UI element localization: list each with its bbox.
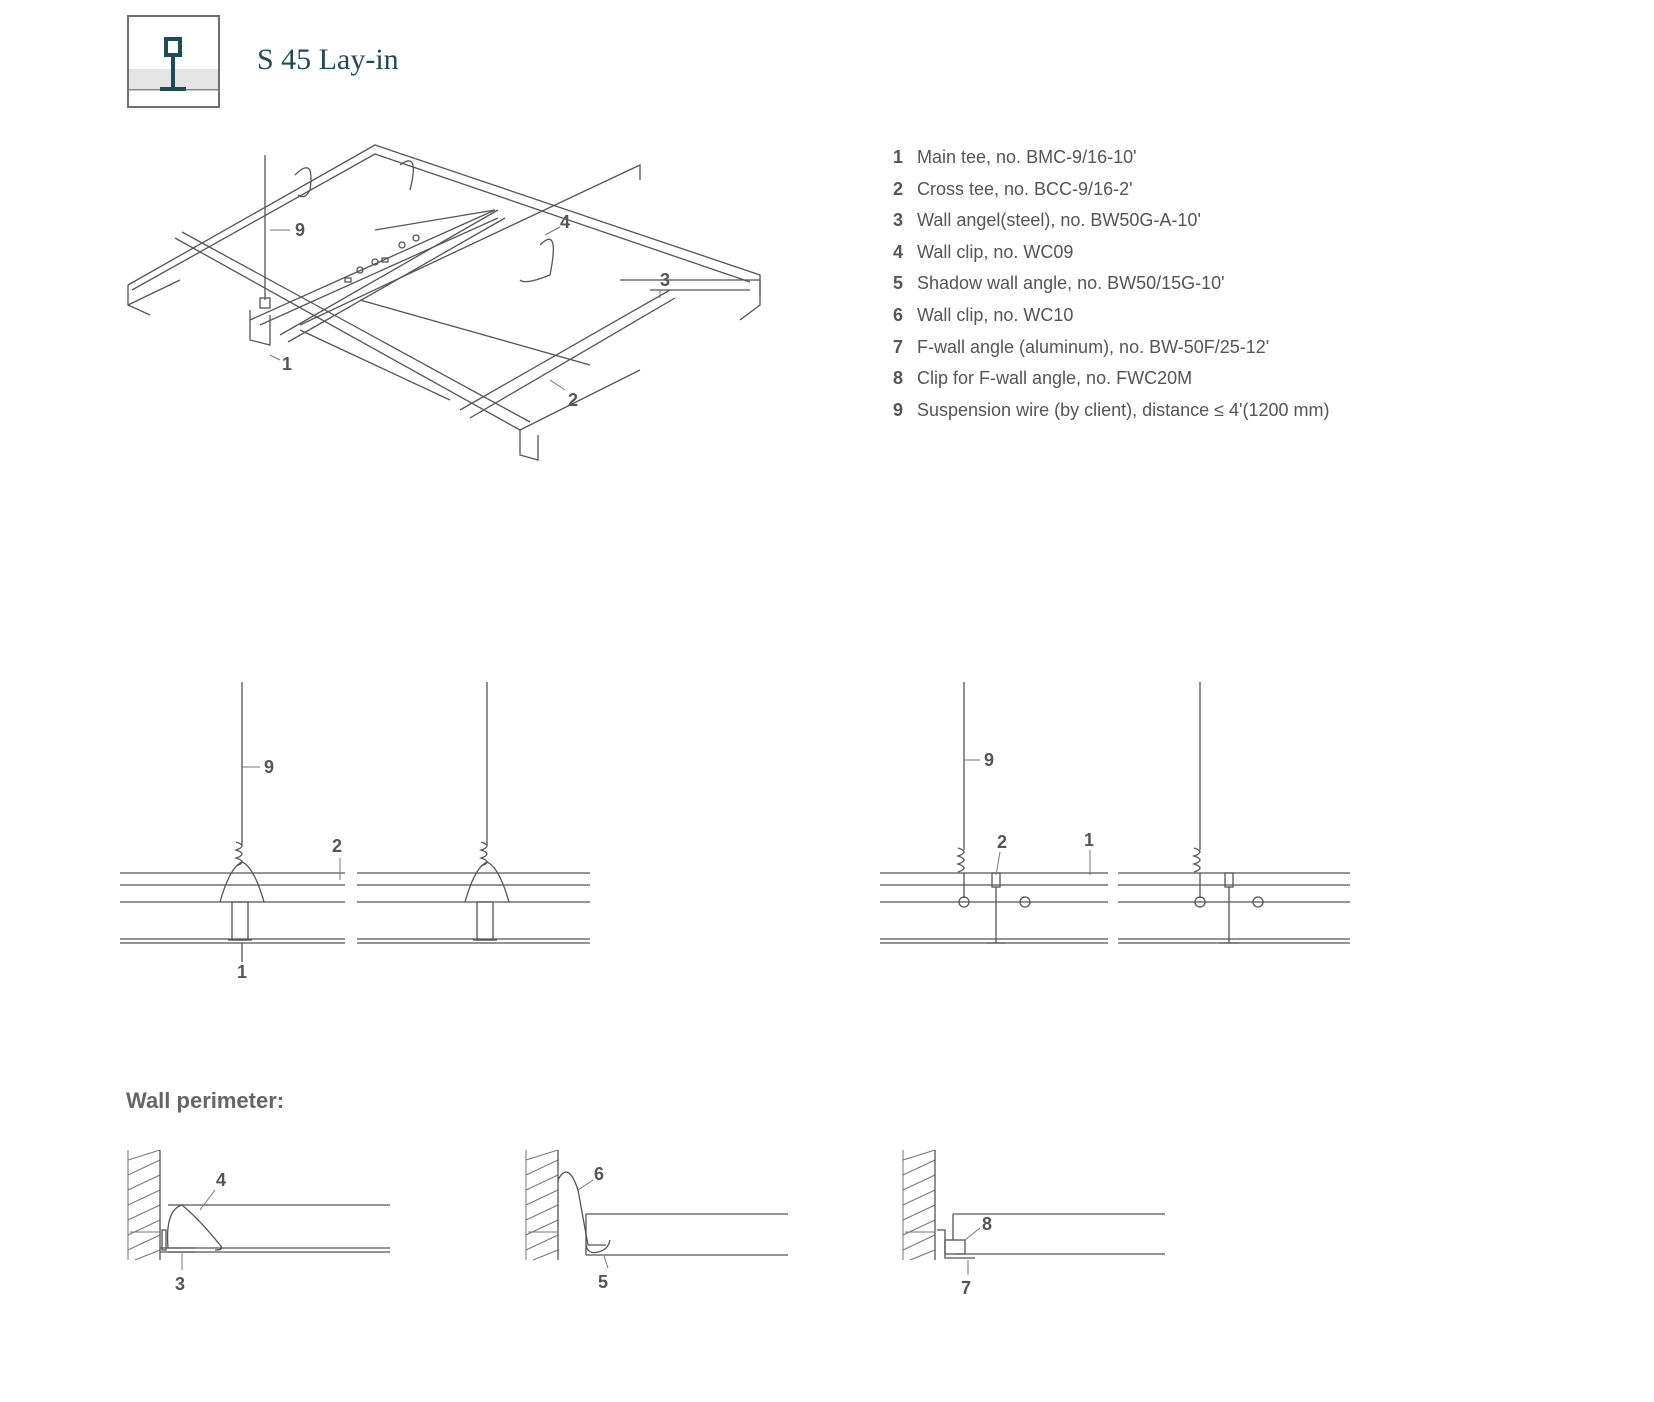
legend-text: Wall clip, no. WC09 <box>917 241 1074 262</box>
legend-number: 9 <box>893 399 904 420</box>
isometric-grid-drawing: 9 4 3 1 2 <box>127 144 761 461</box>
wall-detail-3: 8 7 <box>902 1150 1165 1298</box>
legend-text: F-wall angle (aluminum), no. BW-50F/25-1… <box>917 336 1270 357</box>
callout-5: 5 <box>598 1272 608 1292</box>
callout-2: 2 <box>568 390 578 410</box>
legend-number: 2 <box>893 178 904 199</box>
callout-8: 8 <box>982 1214 992 1234</box>
legend-item: 8 Clip for F-wall angle, no. FWC20M <box>893 367 1330 399</box>
callout-3: 3 <box>175 1274 185 1294</box>
legend-number: 1 <box>893 147 904 167</box>
legend-text: Clip for F-wall angle, no. FWC20M <box>917 368 1193 389</box>
callout-9: 9 <box>264 757 274 777</box>
legend-item: 9 Suspension wire (by client), distance ≤… <box>893 399 1330 431</box>
legend-item: 5 Shadow wall angle, no. BW50/15G-10' <box>893 272 1330 304</box>
tee-profile-icon <box>129 37 218 91</box>
legend-text: Suspension wire (by client), distance ≤ … <box>917 399 1330 420</box>
legend-item: 6 Wall clip, no. WC10 <box>893 304 1330 336</box>
legend-item: 2 Cross tee, no. BCC-9/16-2' <box>893 178 1330 210</box>
callout-4: 4 <box>216 1170 226 1190</box>
wall-detail-1: 4 3 <box>127 1150 390 1294</box>
legend-number: 3 <box>893 210 904 231</box>
legend-text: Cross tee, no. BCC-9/16-2' <box>917 178 1133 199</box>
legend-text: Wall angel(steel), no. BW50G-A-10' <box>917 210 1201 231</box>
legend-item: 7 F-wall angle (aluminum), no. BW-50F/25-… <box>893 336 1330 368</box>
page-title: S 45 Lay-in <box>257 43 399 76</box>
legend-number: 8 <box>893 368 904 389</box>
callout-1: 1 <box>1084 830 1094 850</box>
legend-text: Main tee, no. BMC-9/16-10' <box>917 147 1137 167</box>
parts-legend: 1 Main tee, no. BMC-9/16-10' 2 Cross tee, … <box>893 146 1330 430</box>
legend-item: 3 Wall angel(steel), no. BW50G-A-10' <box>893 209 1330 241</box>
system-logo <box>127 15 220 108</box>
legend-text: Wall clip, no. WC10 <box>917 304 1074 325</box>
legend-number: 6 <box>893 304 904 325</box>
callout-4: 4 <box>560 212 570 232</box>
legend-number: 4 <box>893 241 904 262</box>
legend-number: 5 <box>893 273 904 294</box>
legend-item: 1 Main tee, no. BMC-9/16-10' <box>893 146 1330 178</box>
callout-2: 2 <box>332 836 342 856</box>
legend-number: 7 <box>893 336 904 357</box>
wall-detail-2: 6 5 <box>525 1150 788 1292</box>
callout-2: 2 <box>997 832 1007 852</box>
callout-1: 1 <box>282 354 292 374</box>
callout-7: 7 <box>961 1278 971 1298</box>
section-b-drawing: 9 2 1 <box>880 682 1350 944</box>
callout-3: 3 <box>660 270 670 290</box>
callout-6: 6 <box>594 1164 604 1184</box>
legend-item: 4 Wall clip, no. WC09 <box>893 241 1330 273</box>
callout-9: 9 <box>295 220 305 240</box>
wall-perimeter-title: Wall perimeter: <box>126 1088 285 1113</box>
callout-9: 9 <box>984 750 994 770</box>
section-a-drawing: 9 2 1 <box>120 682 590 982</box>
callout-1: 1 <box>237 962 247 982</box>
legend-text: Shadow wall angle, no. BW50/15G-10' <box>917 273 1225 294</box>
